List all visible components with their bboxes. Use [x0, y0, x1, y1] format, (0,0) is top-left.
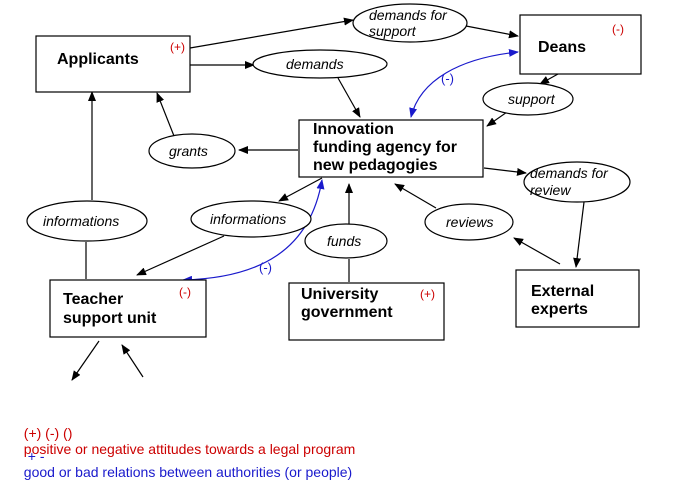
arrow-agency-to-informations-mid: [278, 177, 323, 202]
oval-informations-mid: informations: [190, 200, 312, 238]
box-agency-line3: new pedagogies: [313, 157, 438, 174]
relation-agency-deans: [409, 48, 519, 118]
oval-demands-for-review-line1: demands for: [530, 165, 609, 181]
arrow-reviews-to-agency: [394, 183, 437, 209]
box-experts-line1: External: [531, 283, 594, 300]
oval-demands-for-support-line1: demands for: [369, 7, 448, 23]
box-applicants: Applicants (+): [35, 35, 191, 93]
box-applicants-attitude: (+): [170, 40, 185, 54]
oval-grants: grants: [148, 133, 236, 169]
oval-demands-for-support-line2: support: [369, 23, 417, 39]
relation-agency-deans-label: (-): [441, 71, 454, 86]
arrow-demands-support-to-deans: [465, 25, 519, 39]
legend-relations-symbols: + -: [27, 448, 45, 464]
arrow-grants-to-applicants: [156, 92, 175, 137]
arrow-demands-review-to-experts: [573, 201, 585, 268]
box-applicants-label: Applicants: [57, 51, 139, 68]
box-university-line1: University: [301, 286, 378, 303]
oval-demands-label: demands: [286, 56, 344, 72]
oval-demands-for-support: demands for support: [352, 3, 468, 43]
box-university-attitude: (+): [420, 287, 435, 301]
box-external-experts: External experts: [515, 269, 640, 328]
oval-grants-label: grants: [169, 143, 208, 159]
arrow-agency-to-demands-review: [483, 167, 527, 176]
box-deans: Deans (-): [519, 14, 642, 75]
arrow-demands-to-agency: [337, 77, 361, 118]
arrow-deans-to-support: [539, 73, 559, 85]
arrow-experts-to-reviews: [513, 237, 561, 265]
relationship-diagram: (-) (-) demands for support demands supp…: [26, 3, 642, 381]
box-agency: Innovation funding agency for new pedago…: [298, 119, 484, 178]
box-experts-line2: experts: [531, 301, 588, 318]
legend-relations: + - good or bad relations between author…: [16, 432, 352, 480]
oval-funds-label: funds: [327, 233, 361, 249]
legend-attitudes-symbols: (+) (-) (): [23, 425, 73, 441]
box-teacher-support-unit: Teacher support unit (-): [49, 279, 207, 338]
legend-relations-text: good or bad relations between authoritie…: [23, 464, 353, 480]
box-university-government: University government (+): [288, 282, 445, 341]
oval-support: support: [482, 82, 574, 116]
oval-demands-for-review-line2: review: [530, 182, 571, 198]
relation-agency-teacher-label: (-): [259, 260, 272, 275]
box-deans-attitude: (-): [612, 22, 624, 36]
box-agency-line2: funding agency for: [313, 139, 457, 156]
relation-agency-teacher: [182, 179, 325, 284]
box-agency-line1: Innovation: [313, 121, 394, 138]
legend-attitudes: (+) (-) () positive or negative attitude…: [16, 409, 356, 457]
box-teacher-line2: support unit: [63, 310, 157, 327]
oval-informations-mid-label: informations: [210, 211, 286, 227]
oval-informations-left: informations: [26, 200, 148, 242]
oval-reviews: reviews: [424, 203, 514, 241]
oval-funds: funds: [304, 223, 388, 259]
box-teacher-attitude: (-): [179, 285, 191, 299]
oval-demands-for-review: demands for review: [523, 161, 631, 203]
oval-support-label: support: [508, 91, 556, 107]
box-university-line2: government: [301, 304, 393, 321]
box-teacher-line1: Teacher: [63, 291, 123, 308]
arrow-teacher-out: [71, 340, 100, 381]
arrow-informations-mid-to-teacher: [136, 235, 225, 276]
arrow-applicants-to-demands-support: [189, 17, 354, 49]
oval-informations-left-label: informations: [43, 213, 119, 229]
relation-curves: [182, 48, 519, 284]
oval-demands: demands: [252, 49, 388, 79]
box-deans-label: Deans: [538, 39, 586, 56]
legend-attitudes-text: positive or negative attitudes towards a…: [23, 441, 356, 457]
arrow-teacher-in: [121, 344, 144, 378]
oval-reviews-label: reviews: [446, 214, 493, 230]
